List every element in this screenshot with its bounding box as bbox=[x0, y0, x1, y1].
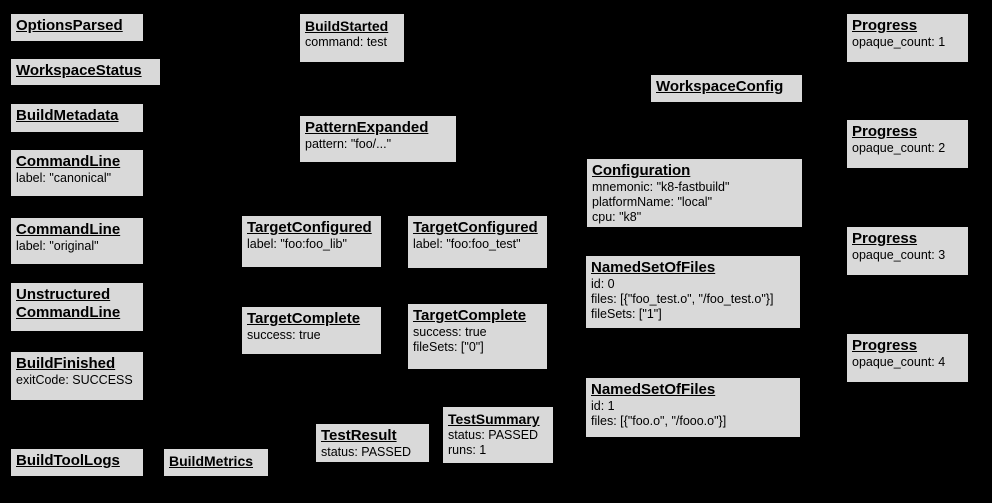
event-box-build-metrics: BuildMetrics bbox=[163, 448, 269, 477]
event-title: Unstructured CommandLine bbox=[16, 286, 121, 321]
event-title: PatternExpanded bbox=[305, 119, 429, 136]
event-box-build-finished: BuildFinished exitCode: SUCCESS bbox=[10, 351, 144, 401]
event-title: Progress bbox=[852, 337, 918, 354]
event-field: id: 0 bbox=[591, 277, 615, 291]
event-title: Progress bbox=[852, 230, 918, 247]
event-field: success: true bbox=[413, 325, 487, 339]
event-field: mnemonic: "k8-fastbuild" bbox=[592, 180, 730, 194]
event-title: TestSummary bbox=[448, 411, 540, 427]
event-box-progress-1: Progress opaque_count: 1 bbox=[846, 13, 969, 63]
event-field: fileSets: ["0"] bbox=[413, 340, 484, 354]
event-box-target-complete-test: TargetComplete success: true fileSets: [… bbox=[407, 303, 548, 370]
event-box-command-line-canonical: CommandLine label: "canonical" bbox=[10, 149, 144, 197]
event-title: TestResult bbox=[321, 427, 397, 444]
event-box-named-set-of-files-0: NamedSetOfFiles id: 0 files: [{"foo_test… bbox=[585, 255, 801, 329]
event-box-target-complete-lib: TargetComplete success: true bbox=[241, 306, 382, 355]
event-title: WorkspaceConfig bbox=[656, 78, 784, 95]
event-field: opaque_count: 3 bbox=[852, 248, 946, 262]
event-title: CommandLine bbox=[16, 221, 121, 238]
event-box-target-configured-foo-lib: TargetConfigured label: "foo:foo_lib" bbox=[241, 215, 382, 268]
event-field: opaque_count: 2 bbox=[852, 141, 946, 155]
event-box-target-configured-foo-test: TargetConfigured label: "foo:foo_test" bbox=[407, 215, 548, 269]
event-field: files: [{"foo.o", "/fooo.o"}] bbox=[591, 414, 727, 428]
event-field: pattern: "foo/..." bbox=[305, 137, 392, 151]
event-box-progress-4: Progress opaque_count: 4 bbox=[846, 333, 969, 383]
event-title: BuildMetadata bbox=[16, 107, 119, 124]
event-field: command: test bbox=[305, 35, 387, 49]
event-box-named-set-of-files-1: NamedSetOfFiles id: 1 files: [{"foo.o", … bbox=[585, 377, 801, 438]
event-title: TargetConfigured bbox=[247, 219, 372, 236]
event-field: label: "canonical" bbox=[16, 171, 112, 185]
event-box-workspace-status: WorkspaceStatus bbox=[10, 58, 161, 86]
event-field: cpu: "k8" bbox=[592, 210, 642, 224]
event-title: BuildFinished bbox=[16, 355, 116, 372]
event-field: success: true bbox=[247, 328, 321, 342]
event-title: BuildStarted bbox=[305, 18, 389, 34]
event-field: files: [{"foo_test.o", "/foo_test.o"}] bbox=[591, 292, 774, 306]
event-title: BuildMetrics bbox=[169, 453, 254, 469]
event-field: exitCode: SUCCESS bbox=[16, 373, 133, 387]
event-title: Configuration bbox=[592, 162, 691, 179]
event-box-workspace-config: WorkspaceConfig bbox=[650, 74, 803, 103]
event-box-progress-2: Progress opaque_count: 2 bbox=[846, 119, 969, 169]
event-box-test-summary: TestSummary status: PASSED runs: 1 bbox=[442, 406, 554, 464]
event-box-configuration: Configuration mnemonic: "k8-fastbuild" p… bbox=[586, 158, 803, 228]
event-field: status: PASSED bbox=[321, 445, 412, 459]
event-box-build-metadata: BuildMetadata bbox=[10, 103, 144, 133]
event-box-options-parsed: OptionsParsed bbox=[10, 13, 144, 42]
event-title: NamedSetOfFiles bbox=[591, 259, 716, 276]
event-field: opaque_count: 4 bbox=[852, 355, 946, 369]
event-title: Progress bbox=[852, 17, 918, 34]
event-title: BuildToolLogs bbox=[16, 452, 120, 469]
event-title: TargetConfigured bbox=[413, 219, 538, 236]
event-title: WorkspaceStatus bbox=[16, 62, 142, 79]
event-box-test-result: TestResult status: PASSED bbox=[315, 423, 430, 463]
event-box-build-tool-logs: BuildToolLogs bbox=[10, 448, 144, 477]
event-box-unstructured-command-line: Unstructured CommandLine bbox=[10, 282, 144, 332]
event-box-build-started: BuildStarted command: test bbox=[299, 13, 405, 63]
event-field: id: 1 bbox=[591, 399, 615, 413]
event-title: Progress bbox=[852, 123, 918, 140]
event-field: platformName: "local" bbox=[592, 195, 713, 209]
event-field: fileSets: ["1"] bbox=[591, 307, 662, 321]
event-title: TargetComplete bbox=[247, 310, 361, 327]
event-title: CommandLine bbox=[16, 153, 121, 170]
event-field: runs: 1 bbox=[448, 443, 487, 457]
event-box-command-line-original: CommandLine label: "original" bbox=[10, 217, 144, 265]
event-field: label: "foo:foo_test" bbox=[413, 237, 521, 251]
event-title: TargetComplete bbox=[413, 307, 527, 324]
event-title: NamedSetOfFiles bbox=[591, 381, 716, 398]
event-box-pattern-expanded: PatternExpanded pattern: "foo/..." bbox=[299, 115, 457, 163]
event-field: label: "original" bbox=[16, 239, 99, 253]
event-field: opaque_count: 1 bbox=[852, 35, 946, 49]
event-field: label: "foo:foo_lib" bbox=[247, 237, 347, 251]
event-field: status: PASSED bbox=[448, 428, 539, 442]
event-title: OptionsParsed bbox=[16, 17, 123, 34]
event-box-progress-3: Progress opaque_count: 3 bbox=[846, 226, 969, 276]
